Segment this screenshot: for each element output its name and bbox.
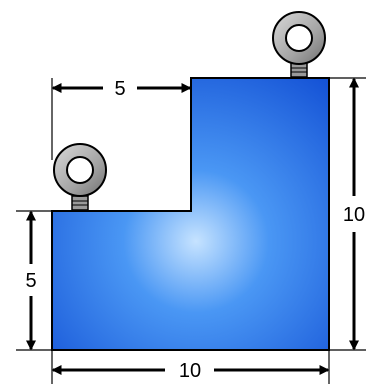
dimension-top: 5 [53, 78, 190, 100]
dimension-right: 10 [343, 79, 365, 349]
eyebolt-icon [54, 144, 106, 210]
dimension-top-label: 5 [114, 78, 125, 100]
dimension-bottom: 10 [53, 360, 328, 382]
eyebolt-icon [273, 12, 325, 77]
dimension-left-label: 5 [25, 270, 36, 292]
dimension-right-label: 10 [343, 204, 365, 226]
l-shape-plate [52, 78, 329, 350]
dimension-left: 5 [25, 212, 36, 349]
dimension-bottom-label: 10 [179, 360, 201, 382]
